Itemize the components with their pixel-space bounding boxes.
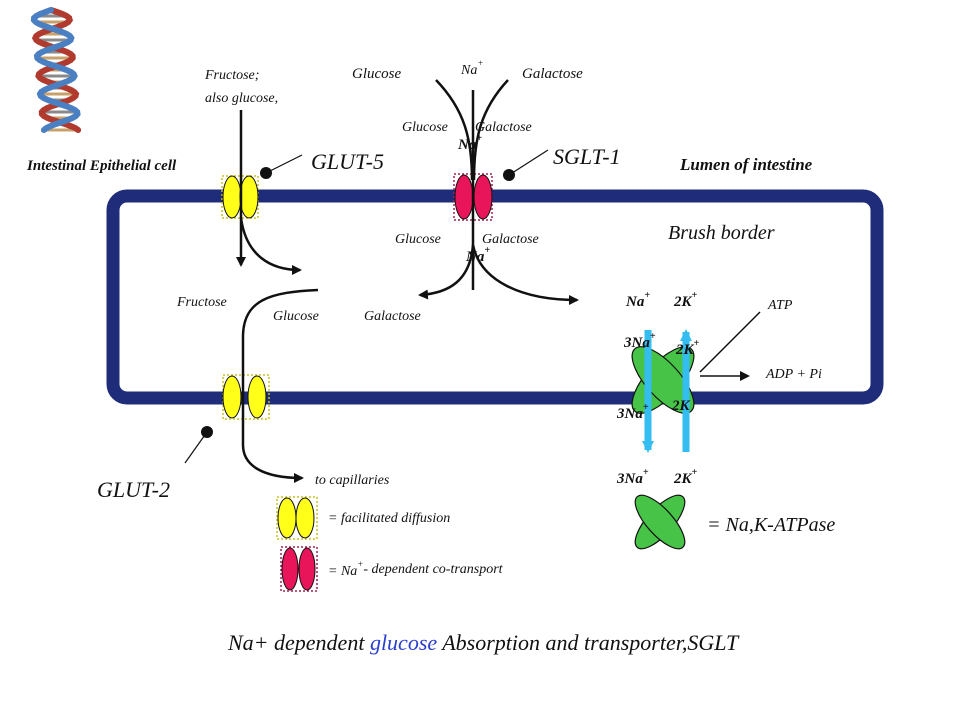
label-adp-pi: ADP + Pi: [765, 367, 822, 382]
glut5-flux-arrows: [236, 110, 302, 275]
label-galactose-lumen: Galactose: [522, 66, 583, 82]
label-atp: ATP: [767, 298, 793, 313]
label-pump-na-top: Na+: [625, 290, 650, 310]
label-pump-k-top: 2K+: [673, 290, 698, 310]
label-to-capillaries: to capillaries: [315, 473, 390, 488]
glut2-pointer: [184, 426, 213, 464]
glut5-transporter: [221, 175, 259, 219]
label-na-sglt-exit: Na+: [465, 245, 490, 265]
legend-atpase-symbol: [634, 494, 686, 550]
label-pump-2k-bottom: 2K+: [673, 467, 698, 487]
legend-cotransport-symbol: [280, 546, 318, 592]
label-glucose-sglt-entry: Glucose: [402, 120, 448, 135]
dna-strand: [30, 7, 81, 133]
label-na-lumen: Na+: [460, 58, 483, 78]
legend-facilitated-text: = facilitated diffusion: [328, 511, 450, 526]
label-glucose-sglt-exit: Glucose: [395, 232, 441, 247]
label-na-sglt-entry: Na+: [457, 133, 482, 153]
sglt1-pointer: [503, 149, 549, 181]
glut2-transporter: [222, 374, 270, 420]
label-pump-2k-upper: 2K+: [675, 338, 700, 358]
dna-helix-icon: [30, 7, 82, 133]
label-pump-3na-upper: 3Na+: [623, 331, 656, 351]
label-glucose-cytosol: Glucose: [273, 309, 319, 324]
label-lumen: Lumen of intestine: [679, 155, 813, 174]
label-pump-3na-lower: 3Na+: [616, 402, 649, 422]
label-pump-2k-lower: 2K: [671, 398, 691, 414]
label-epithelial-cell: Intestinal Epithelial cell: [26, 158, 177, 174]
label-galactose-sglt-exit: Galactose: [482, 232, 539, 247]
label-brush-border: Brush border: [668, 222, 775, 244]
label-sglt1: SGLT-1: [553, 144, 621, 169]
label-fructose-also-glucose-1: Fructose;: [204, 68, 259, 83]
label-pump-3na-bottom: 3Na+: [616, 467, 649, 487]
legend-facilitated-symbol: [276, 496, 318, 540]
label-glut5: GLUT-5: [311, 149, 384, 174]
label-fructose-also-glucose-2: also glucose,: [205, 91, 278, 106]
na-k-atpase-pump: [631, 311, 761, 453]
legend-cotransport-text: = Na+- dependent co-transport: [328, 559, 504, 579]
label-glucose-lumen: Glucose: [352, 66, 401, 82]
label-glut2: GLUT-2: [97, 477, 170, 502]
page-title: Na+ dependent glucose Absorption and tra…: [227, 630, 740, 655]
title-highlight: glucose: [370, 630, 437, 655]
glut2-flux-arrows: [241, 288, 319, 483]
label-galactose-cytosol: Galactose: [364, 309, 421, 324]
sglt1-flux-arrows: [418, 79, 579, 305]
glut5-pointer: [260, 154, 303, 179]
label-galactose-sglt-entry: Galactose: [475, 120, 532, 135]
legend-atpase-text: = Na,K-ATPase: [707, 514, 835, 536]
cell-membrane: [106, 189, 884, 405]
label-fructose-cytosol: Fructose: [176, 295, 227, 310]
sglt1-transporter: [453, 173, 493, 221]
